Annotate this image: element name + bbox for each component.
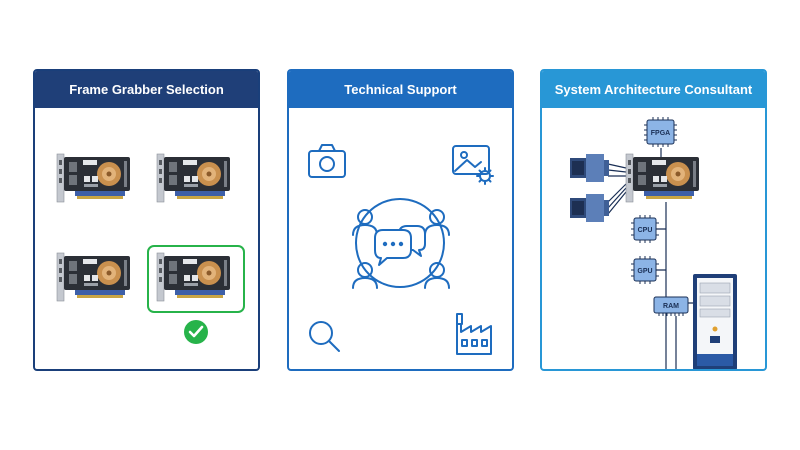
cpu-label: CPU [638, 227, 653, 234]
fpga-chip-icon: FPGA [644, 117, 677, 147]
technical-support-illustration [308, 144, 494, 355]
cpu-chip-icon: CPU [631, 215, 659, 243]
frame-grabber-card: Frame Grabber Selection [33, 69, 260, 371]
factory-icon [456, 313, 492, 355]
search-icon [309, 321, 340, 352]
chat-bubbles-icon [374, 225, 426, 266]
gpu-chip-icon: GPU [631, 256, 659, 284]
selection-highlight [147, 245, 245, 313]
camera-icon [570, 154, 609, 182]
network-ring [355, 198, 445, 288]
person-icon [424, 262, 450, 289]
camera-icon [308, 144, 346, 178]
technical-support-title: Technical Support [289, 71, 512, 108]
frame-grabber-illustration [56, 153, 245, 344]
ram-label: RAM [663, 303, 679, 310]
frame-grabber-card-image-selected [156, 252, 231, 302]
chat-dots [382, 241, 404, 247]
frame-grabber-card-image [56, 153, 131, 203]
system-architecture-card: System Architecture Consultant [540, 69, 767, 371]
technical-support-card: Technical Support [287, 69, 514, 371]
fpga-label: FPGA [651, 130, 670, 137]
person-icon [352, 209, 378, 236]
system-architecture-title: System Architecture Consultant [542, 71, 765, 108]
camera-icon [570, 194, 609, 222]
frame-grabber-card-image [625, 153, 700, 203]
frame-grabber-card-image [56, 252, 131, 302]
pc-tower-icon [693, 274, 737, 369]
person-icon [424, 209, 450, 236]
image-settings-icon [452, 145, 494, 185]
person-icon [352, 262, 378, 289]
frame-grabber-title: Frame Grabber Selection [35, 71, 258, 108]
system-architecture-illustration: FPGA CPU GPU [570, 117, 737, 369]
frame-grabber-card-image [156, 153, 231, 203]
gpu-label: GPU [637, 268, 652, 275]
ram-module-icon: RAM [653, 296, 689, 316]
check-icon [184, 320, 208, 344]
